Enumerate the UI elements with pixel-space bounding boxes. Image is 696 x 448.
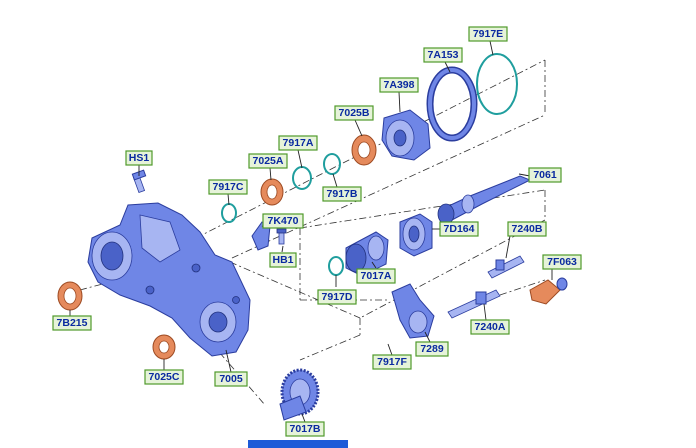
carrier-7a398 (381, 109, 431, 161)
input-gear-7017a (345, 231, 389, 277)
shift-fork-7289 (391, 283, 435, 339)
callout-label: 7K470 (268, 215, 299, 227)
callout-label: 7017A (361, 270, 392, 282)
callout-7025b[interactable]: 7025B (334, 105, 374, 121)
snap-ring-7917d (328, 256, 344, 276)
callout-label: 7017B (290, 423, 321, 435)
seal-7b215 (57, 281, 83, 311)
callout-7005[interactable]: 7005 (214, 371, 248, 387)
callout-7917b[interactable]: 7917B (322, 186, 362, 202)
callout-hb1[interactable]: HB1 (269, 252, 297, 268)
snap-ring-7917b (323, 153, 341, 175)
actuator-7f063 (529, 277, 568, 305)
callout-label: 7A153 (428, 49, 459, 61)
callout-label: 7917B (327, 188, 358, 200)
shift-rail-7240b (487, 255, 525, 279)
callout-label: 7005 (219, 373, 243, 385)
callout-label: 7A398 (384, 79, 415, 91)
seal-7025c (152, 334, 176, 360)
callout-label: 7289 (420, 343, 444, 355)
callout-7a398[interactable]: 7A398 (379, 77, 419, 93)
callout-7d164[interactable]: 7D164 (439, 221, 479, 237)
bracket-7k470 (251, 221, 271, 251)
callout-label: 7917C (213, 181, 244, 193)
callout-7917f[interactable]: 7917F (372, 354, 412, 370)
seal-7025b (351, 134, 377, 166)
shift-rail-7240a (447, 289, 501, 319)
callout-7240b[interactable]: 7240B (507, 221, 547, 237)
callout-label: HS1 (129, 152, 150, 164)
gear-7017b (279, 368, 320, 421)
callout-label: 7240A (475, 321, 506, 333)
callout-label: 7D164 (444, 223, 475, 235)
callout-7061[interactable]: 7061 (528, 167, 562, 183)
callout-label: 7F063 (547, 256, 577, 268)
callout-label: 7917F (377, 356, 407, 368)
callout-7240a[interactable]: 7240A (470, 319, 510, 335)
callout-label: HB1 (272, 254, 293, 266)
callout-7025c[interactable]: 7025C (144, 369, 184, 385)
callout-label: 7025B (339, 107, 370, 119)
callout-7917d[interactable]: 7917D (317, 289, 357, 305)
callout-7289[interactable]: 7289 (415, 341, 449, 357)
callout-7025a[interactable]: 7025A (248, 153, 288, 169)
callout-7917a[interactable]: 7917A (278, 135, 318, 151)
leader-lines (69, 40, 553, 423)
callout-label: 7025C (149, 371, 180, 383)
callout-label: 7917E (473, 28, 503, 40)
callout-7917c[interactable]: 7917C (208, 179, 248, 195)
callout-label: 7B215 (57, 317, 88, 329)
callout-7a153[interactable]: 7A153 (423, 47, 463, 63)
callout-7k470[interactable]: 7K470 (262, 213, 304, 229)
callout-7017b[interactable]: 7017B (285, 421, 325, 437)
callout-hs1[interactable]: HS1 (125, 150, 153, 166)
callout-label: 7025A (253, 155, 284, 167)
snap-ring-7917e (476, 53, 518, 115)
ring-gear-7a153 (426, 66, 478, 142)
snap-ring-7917c (221, 203, 237, 223)
callout-label: 7240B (512, 223, 543, 235)
transfer-case-housing (87, 202, 251, 357)
output-shaft-7061 (437, 175, 532, 225)
callout-7b215[interactable]: 7B215 (52, 315, 92, 331)
callout-7f063[interactable]: 7F063 (542, 254, 582, 270)
callout-label: 7917D (322, 291, 353, 303)
seal-7025a (260, 178, 284, 206)
callout-label: 7917A (283, 137, 314, 149)
callout-7017a[interactable]: 7017A (356, 268, 396, 284)
callout-label: 7061 (533, 169, 557, 181)
snap-ring-7917a (292, 166, 312, 190)
bolt-hb1 (276, 228, 287, 245)
callout-7917e[interactable]: 7917E (468, 26, 508, 42)
bottom-bar (248, 440, 348, 448)
hub-7d164 (399, 213, 433, 257)
